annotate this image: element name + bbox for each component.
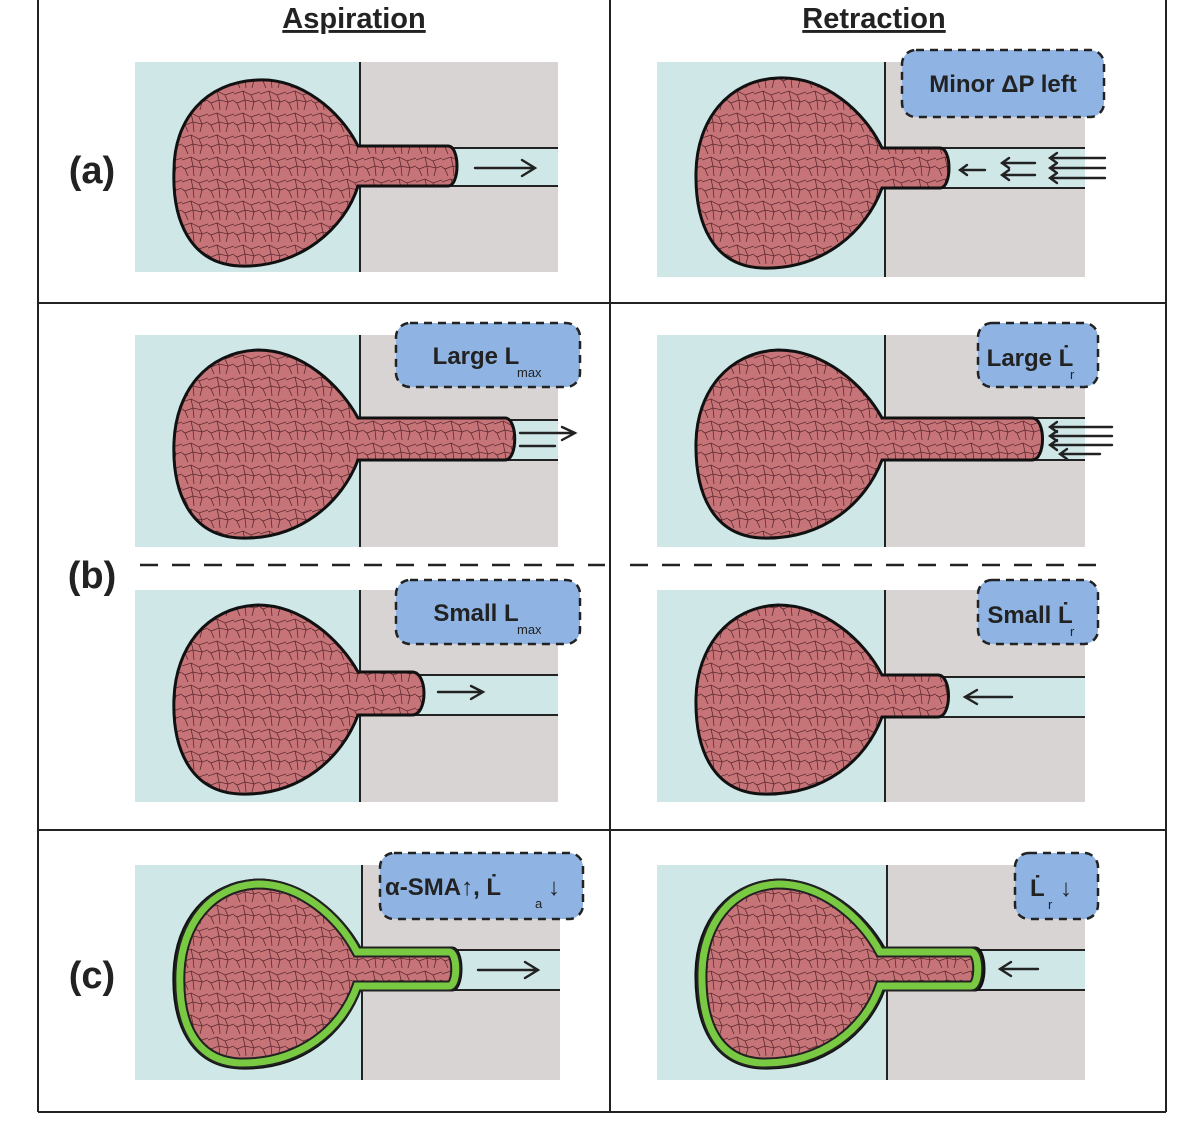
actin-ring (176, 880, 460, 1067)
retraction-arrows-icon (957, 151, 1107, 185)
callout-small-lmax-text: Small L (433, 600, 518, 627)
arrow-right-icon (473, 158, 538, 178)
callout-minor-dp: Minor ΔP left (900, 48, 1106, 119)
callout-small-lmax: Small L max (394, 578, 582, 646)
callout-asma-tail: ↓ (548, 874, 560, 901)
callout-large-lr-text: Large L̇ (987, 345, 1074, 372)
callout-large-lmax-text: Large L (433, 343, 520, 370)
callout-large-lr: Large L̇ r (976, 321, 1100, 389)
callout-asma-text: α-SMA↑, L̇ (385, 874, 501, 901)
figure-grid (37, 0, 1167, 1113)
panel-b-top-aspiration: Large L max (135, 321, 582, 547)
cell (172, 348, 517, 540)
callout-small-lmax-sub: max (517, 622, 542, 637)
arrow-left-icon (962, 688, 1014, 706)
callout-minor-dp-text: Minor ΔP left (929, 71, 1076, 98)
arrow-right-icon (436, 684, 486, 701)
cell (694, 348, 1044, 540)
row-label-b: (b) (68, 555, 117, 597)
cell (172, 603, 426, 796)
panel-a-aspiration (135, 62, 558, 272)
row-label-c: (c) (69, 955, 115, 997)
cell (172, 78, 459, 268)
cell (694, 603, 950, 796)
arrow-right-icon (476, 960, 541, 980)
panel-b-top-retraction: Large L̇ r (657, 321, 1114, 547)
row-label-a: (a) (69, 150, 115, 192)
callout-lr-down-text: L̇ (1030, 875, 1045, 902)
callout-large-lr-sub: r (1070, 367, 1075, 382)
cell (694, 76, 951, 270)
aspiration-header: Aspiration (282, 3, 425, 35)
callout-small-lr-text: Small L̇ (987, 602, 1072, 629)
arrow-left-icon (997, 960, 1040, 978)
callout-lr-down-tail: ↓ (1060, 875, 1072, 902)
panel-b-bottom-retraction: Small L̇ r (657, 578, 1100, 802)
callout-asma-sub: a (535, 896, 543, 911)
retraction-arrows-icon (1047, 420, 1114, 461)
retraction-header: Retraction (802, 3, 945, 35)
actin-ring (698, 880, 982, 1067)
callout-asma: α-SMA↑, L̇ a ↓ (378, 851, 585, 921)
callout-large-lmax-sub: max (517, 365, 542, 380)
callout-small-lr-sub: r (1070, 624, 1075, 639)
arrow-right-icon (518, 425, 578, 448)
panel-a-retraction: Minor ΔP left (657, 48, 1107, 277)
panel-b-bottom-aspiration: Small L max (135, 578, 582, 802)
callout-large-lmax: Large L max (394, 321, 582, 389)
callout-small-lr: Small L̇ r (976, 578, 1100, 646)
callout-lr-down-sub: r (1048, 897, 1053, 912)
callout-lr-down: L̇ r ↓ (1013, 851, 1100, 921)
panel-c-retraction: L̇ r ↓ (657, 851, 1100, 1080)
panel-c-aspiration: α-SMA↑, L̇ a ↓ (135, 851, 585, 1080)
